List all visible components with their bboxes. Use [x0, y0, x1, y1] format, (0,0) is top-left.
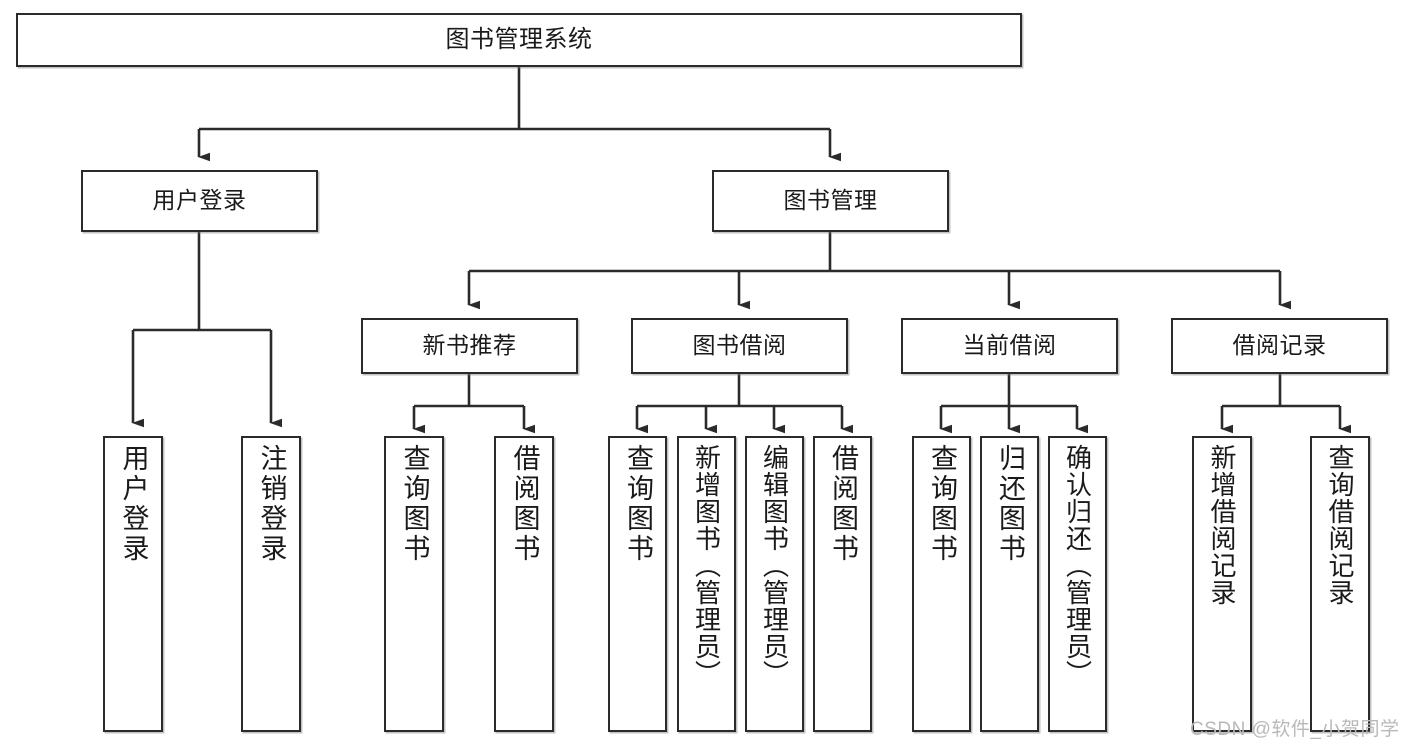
leaf-query-borrow-record[interactable]: 查询借阅记录: [1310, 436, 1370, 732]
leaf-current-borrow-query[interactable]: 查询图书: [912, 436, 971, 732]
node-label: 查询图书: [399, 444, 430, 564]
node-current-borrow[interactable]: 当前借阅: [901, 318, 1118, 374]
node-label: 查询借阅记录: [1325, 444, 1355, 606]
node-label: 新增借阅记录: [1207, 444, 1237, 606]
node-label: 新书推荐: [422, 332, 517, 359]
node-label: 图书管理: [783, 187, 878, 214]
leaf-book-borrow-query[interactable]: 查询图书: [608, 436, 667, 732]
node-label: 当前借阅: [962, 332, 1057, 359]
leaf-new-book-query[interactable]: 查询图书: [384, 436, 444, 732]
node-label: 新增图书（管理员）: [691, 444, 722, 687]
node-label: 用户登录: [118, 444, 149, 564]
leaf-return-book[interactable]: 归还图书: [980, 436, 1039, 732]
leaf-new-book-borrow[interactable]: 借阅图书: [494, 436, 554, 732]
node-label: 图书借阅: [692, 332, 787, 359]
node-label: 借阅图书: [828, 444, 858, 564]
node-label: 编辑图书（管理员）: [759, 444, 790, 687]
node-root-book-management-system[interactable]: 图书管理系统: [16, 13, 1022, 67]
leaf-book-edit-admin[interactable]: 编辑图书（管理员）: [745, 436, 804, 732]
leaf-confirm-return-admin[interactable]: 确认归还（管理员）: [1048, 436, 1107, 732]
node-new-book-recommend[interactable]: 新书推荐: [361, 318, 578, 374]
leaf-book-add-admin[interactable]: 新增图书（管理员）: [677, 436, 736, 732]
node-label: 借阅记录: [1232, 332, 1327, 359]
node-label: 借阅图书: [509, 444, 540, 564]
node-user-login[interactable]: 用户登录: [81, 170, 318, 232]
node-label: 图书管理系统: [445, 25, 593, 53]
node-label: 查询图书: [623, 444, 653, 564]
node-book-borrow[interactable]: 图书借阅: [631, 318, 848, 374]
leaf-logout[interactable]: 注销登录: [241, 436, 301, 732]
node-label: 查询图书: [927, 444, 957, 564]
node-label: 用户登录: [152, 187, 247, 214]
leaf-book-borrow-action[interactable]: 借阅图书: [813, 436, 872, 732]
leaf-add-borrow-record[interactable]: 新增借阅记录: [1192, 436, 1252, 732]
node-label: 确认归还（管理员）: [1062, 444, 1093, 687]
leaf-user-login[interactable]: 用户登录: [103, 436, 163, 732]
node-book-management[interactable]: 图书管理: [712, 170, 949, 232]
node-label: 归还图书: [995, 444, 1025, 564]
node-label: 注销登录: [256, 444, 287, 564]
node-borrow-records[interactable]: 借阅记录: [1171, 318, 1388, 374]
